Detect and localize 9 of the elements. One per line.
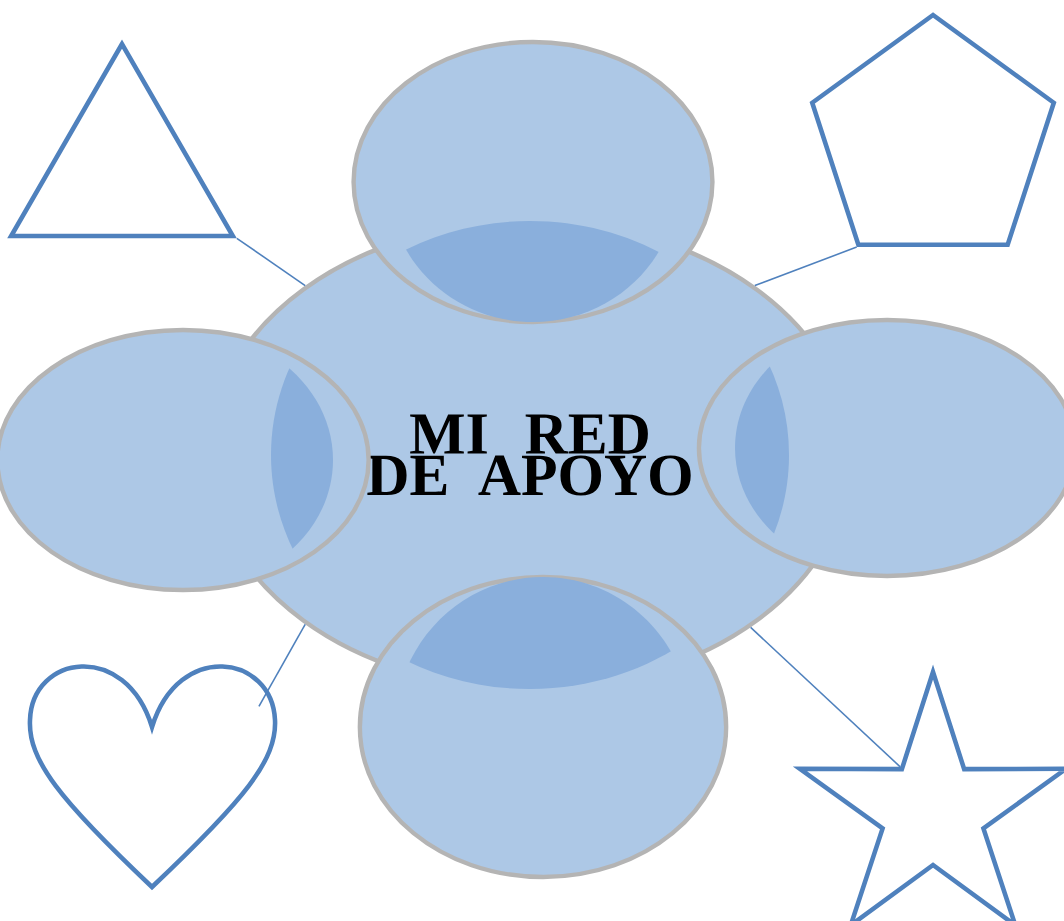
connector-line (258, 623, 306, 708)
circle-bubble (357, 574, 729, 880)
heart-outline (27, 664, 278, 890)
circle-bubble (351, 39, 715, 325)
connector-line (749, 626, 901, 768)
oval-bubble (696, 317, 1064, 579)
pentagon-outline (809, 12, 1057, 248)
connector-line (236, 237, 306, 287)
connector-line (754, 246, 858, 287)
